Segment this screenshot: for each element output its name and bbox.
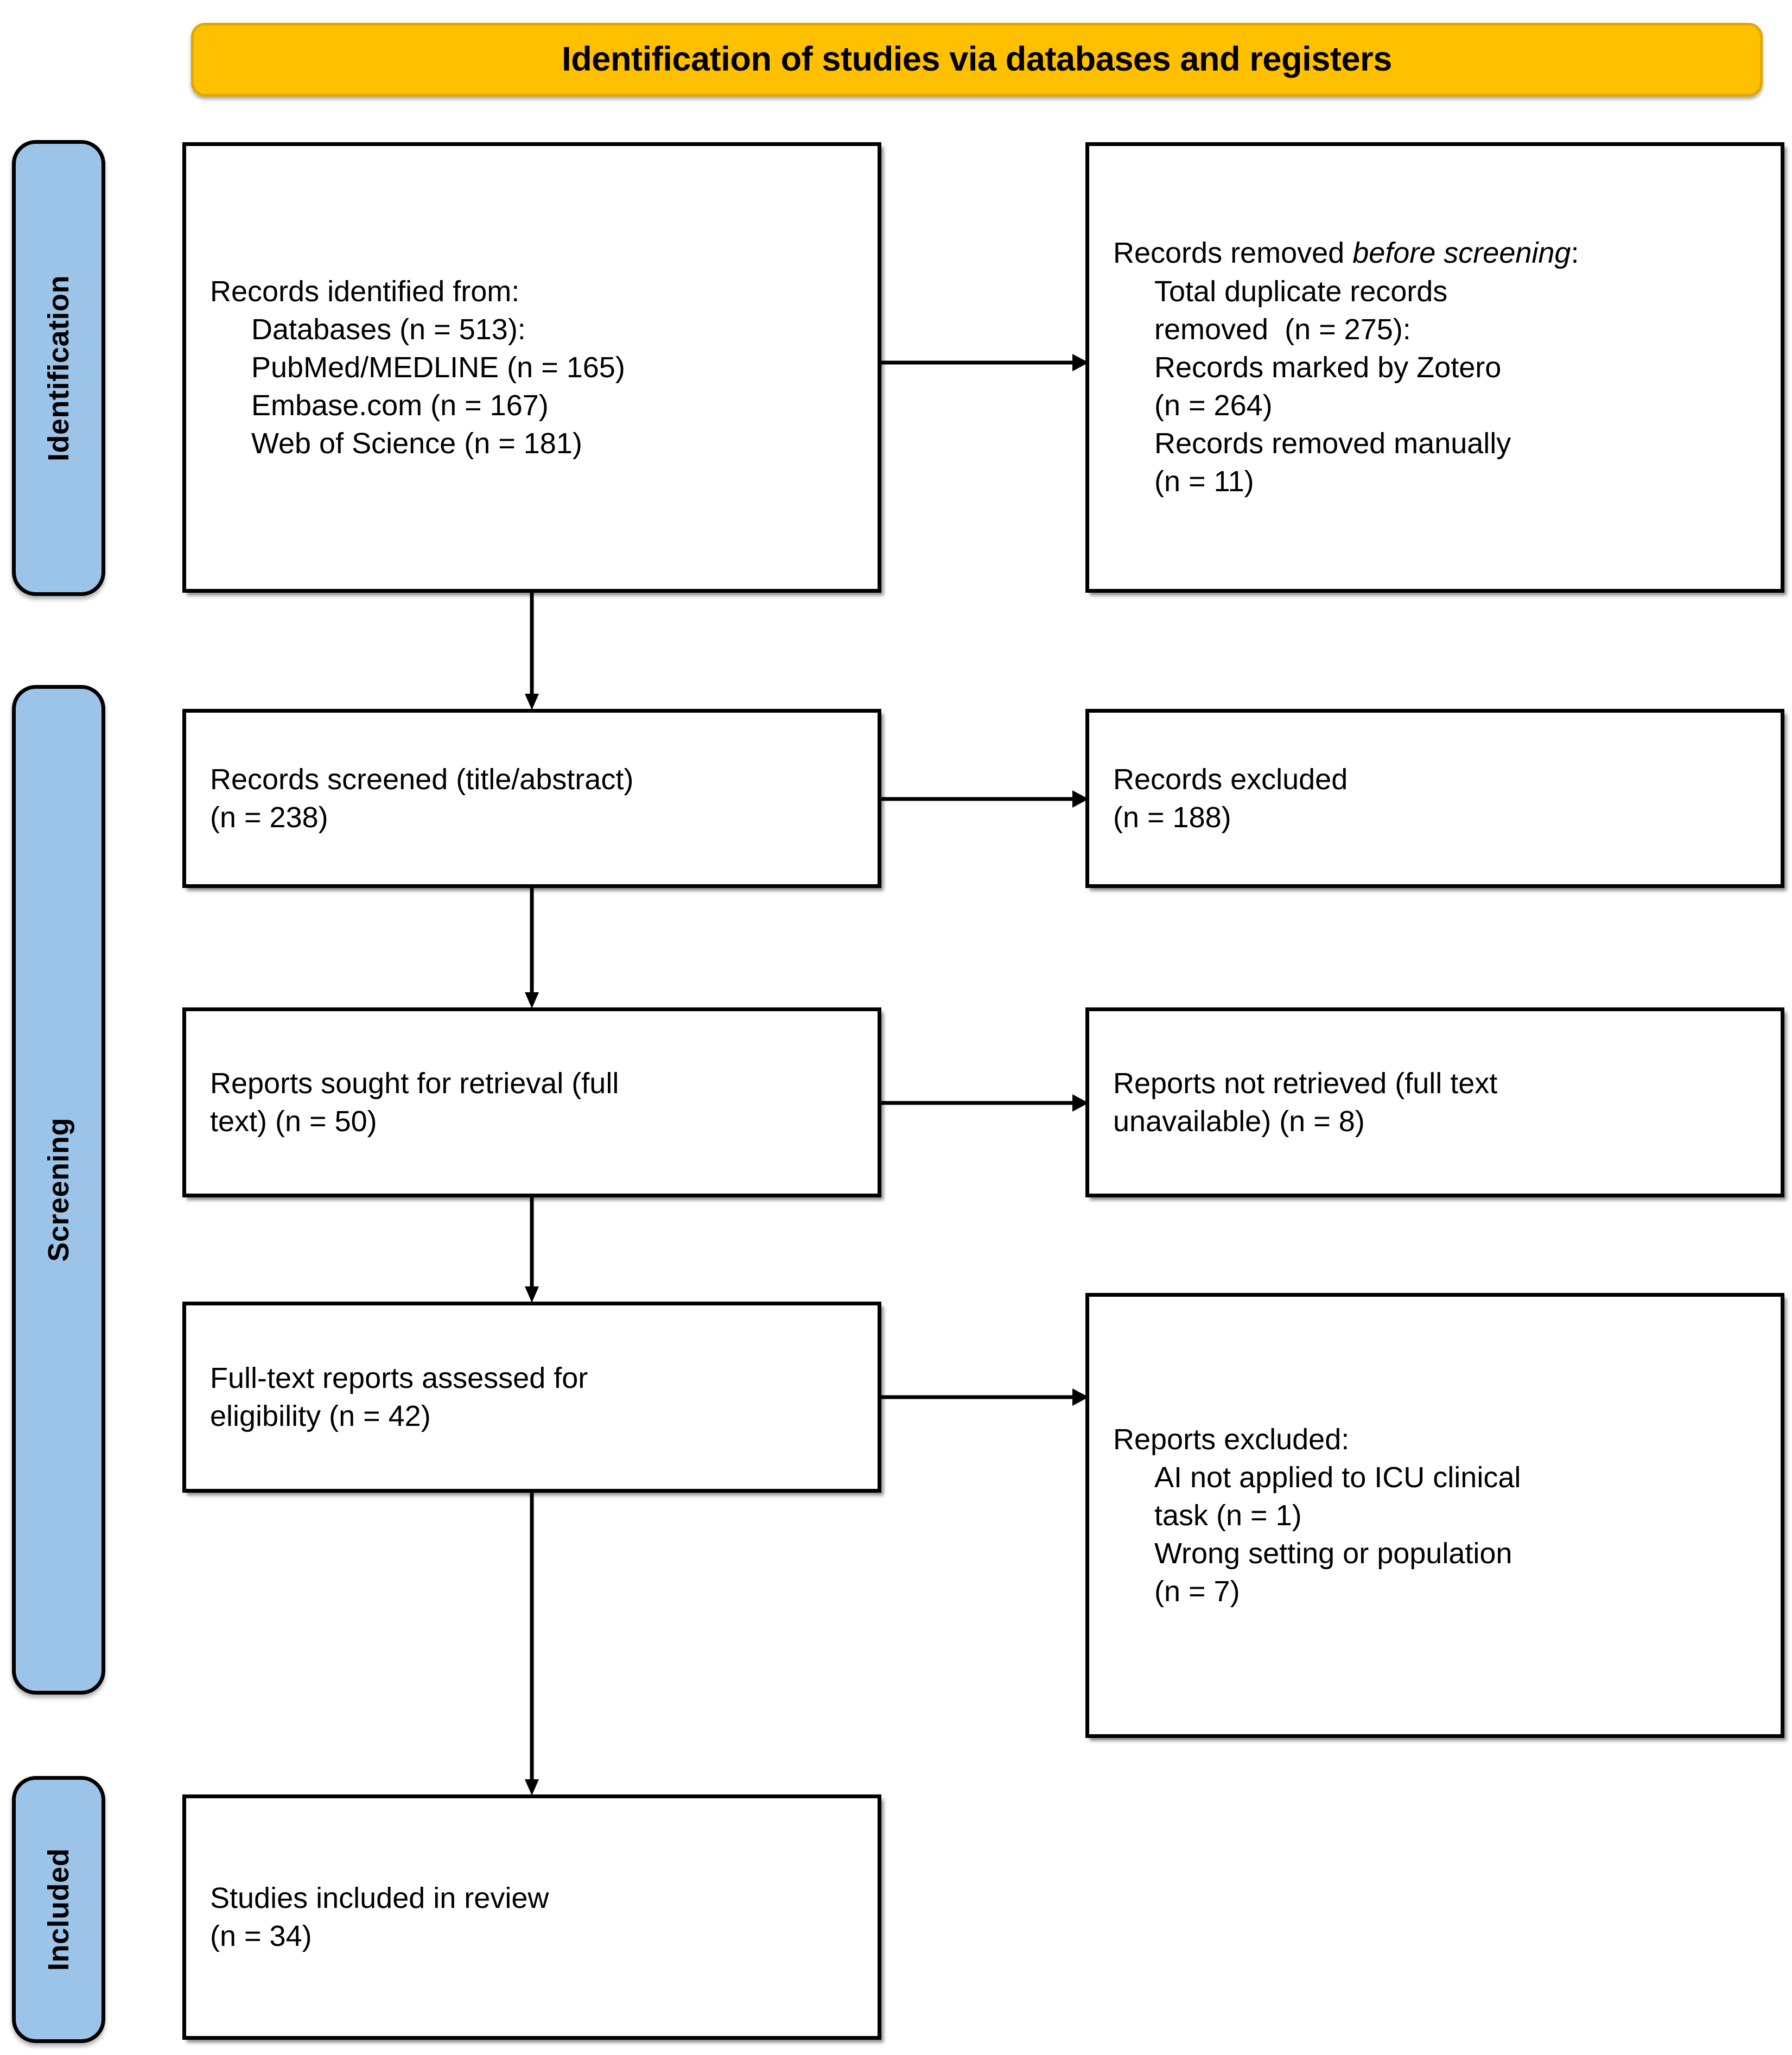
box-reports-not-retrieved-text: Reports not retrieved (full text unavaila… [1089, 1064, 1781, 1140]
box-records-excluded-text: Records excluded (n = 188) [1089, 760, 1781, 836]
phase-label-included: Included [42, 1848, 75, 1971]
records-screened-line2: (n = 238) [210, 801, 328, 834]
studies-included-line2: (n = 34) [210, 1920, 312, 1952]
reports-sought-line2: text) (n = 50) [210, 1105, 377, 1138]
box-reports-sought-for-retrieval: Reports sought for retrieval (full text) … [182, 1007, 881, 1197]
reports-not-retrieved-line1: Reports not retrieved (full text [1113, 1067, 1498, 1100]
arrow-fulltext-to-included [521, 1493, 543, 1796]
records-removed-heading-part1: Records removed [1113, 237, 1353, 270]
box-records-identified-text: Records identified from: Databases (n = 5… [186, 272, 878, 463]
page-title: Identification of studies via databases … [562, 40, 1392, 79]
records-excluded-line2: (n = 188) [1113, 801, 1231, 834]
phase-label-identification: Identification [42, 275, 75, 461]
records-excluded-line1: Records excluded [1113, 763, 1348, 796]
box-reports-sought-text: Reports sought for retrieval (full text) … [186, 1064, 878, 1140]
arrow-identified-to-screened [521, 593, 543, 710]
box-fulltext-assessed-text: Full-text reports assessed for eligibilit… [186, 1359, 878, 1435]
arrow-fulltext-to-reports-excluded [881, 1386, 1089, 1408]
reports-excluded-heading: Reports excluded: [1113, 1423, 1350, 1456]
records-removed-item-4: Records removed manually [1154, 427, 1511, 460]
studies-included-line1: Studies included in review [210, 1881, 549, 1914]
phase-rail-identification: Identification [12, 140, 105, 596]
phase-label-screening: Screening [42, 1118, 75, 1262]
box-studies-included-text: Studies included in review (n = 34) [186, 1879, 878, 1955]
arrow-sought-to-fulltext [521, 1197, 543, 1303]
fulltext-assessed-line1: Full-text reports assessed for [210, 1361, 588, 1394]
fulltext-assessed-line2: eligibility (n = 42) [210, 1400, 431, 1432]
box-studies-included-in-review: Studies included in review (n = 34) [182, 1794, 881, 2040]
box-records-identified: Records identified from: Databases (n = 5… [182, 142, 881, 593]
arrow-screened-to-records-excluded [881, 788, 1089, 810]
records-removed-item-0: Total duplicate records [1154, 275, 1448, 308]
records-removed-item-1: removed (n = 275): [1154, 313, 1411, 346]
records-identified-item-3: Web of Science (n = 181) [251, 427, 582, 460]
records-identified-item-1: PubMed/MEDLINE (n = 165) [251, 351, 625, 384]
records-identified-item-0: Databases (n = 513): [251, 313, 526, 346]
records-removed-heading-part2: : [1571, 237, 1579, 270]
reports-excluded-item-0: AI not applied to ICU clinical [1154, 1461, 1521, 1494]
box-records-removed-text: Records removed before screening: Total d… [1089, 234, 1781, 500]
records-identified-item-2: Embase.com (n = 167) [251, 389, 549, 422]
records-removed-item-3: (n = 264) [1154, 389, 1273, 422]
records-removed-heading-italic: before screening [1352, 237, 1571, 270]
header-banner: Identification of studies via databases … [191, 23, 1763, 97]
box-records-screened: Records screened (title/abstract) (n = 23… [182, 709, 881, 888]
reports-excluded-item-3: (n = 7) [1154, 1575, 1240, 1608]
records-removed-item-2: Records marked by Zotero [1154, 351, 1502, 384]
reports-excluded-item-2: Wrong setting or population [1154, 1537, 1513, 1570]
box-reports-excluded-text: Reports excluded: AI not applied to ICU c… [1089, 1420, 1781, 1611]
reports-excluded-item-1: task (n = 1) [1154, 1499, 1302, 1532]
records-screened-line1: Records screened (title/abstract) [210, 763, 634, 796]
box-records-screened-text: Records screened (title/abstract) (n = 23… [186, 760, 878, 836]
records-removed-item-5: (n = 11) [1154, 465, 1254, 498]
reports-sought-line1: Reports sought for retrieval (full [210, 1067, 619, 1100]
records-identified-heading: Records identified from: [210, 275, 520, 308]
box-records-excluded: Records excluded (n = 188) [1085, 709, 1784, 888]
arrow-identified-to-removed [881, 352, 1089, 373]
arrow-sought-to-not-retrieved [881, 1092, 1089, 1114]
box-reports-excluded: Reports excluded: AI not applied to ICU c… [1085, 1293, 1784, 1738]
phase-rail-screening: Screening [12, 685, 105, 1695]
reports-not-retrieved-line2: unavailable) (n = 8) [1113, 1105, 1365, 1138]
arrow-screened-to-sought [521, 888, 543, 1009]
box-fulltext-reports-assessed: Full-text reports assessed for eligibilit… [182, 1302, 881, 1493]
box-reports-not-retrieved: Reports not retrieved (full text unavaila… [1085, 1007, 1784, 1197]
phase-rail-included: Included [12, 1776, 105, 2043]
box-records-removed-before-screening: Records removed before screening: Total d… [1085, 142, 1784, 593]
